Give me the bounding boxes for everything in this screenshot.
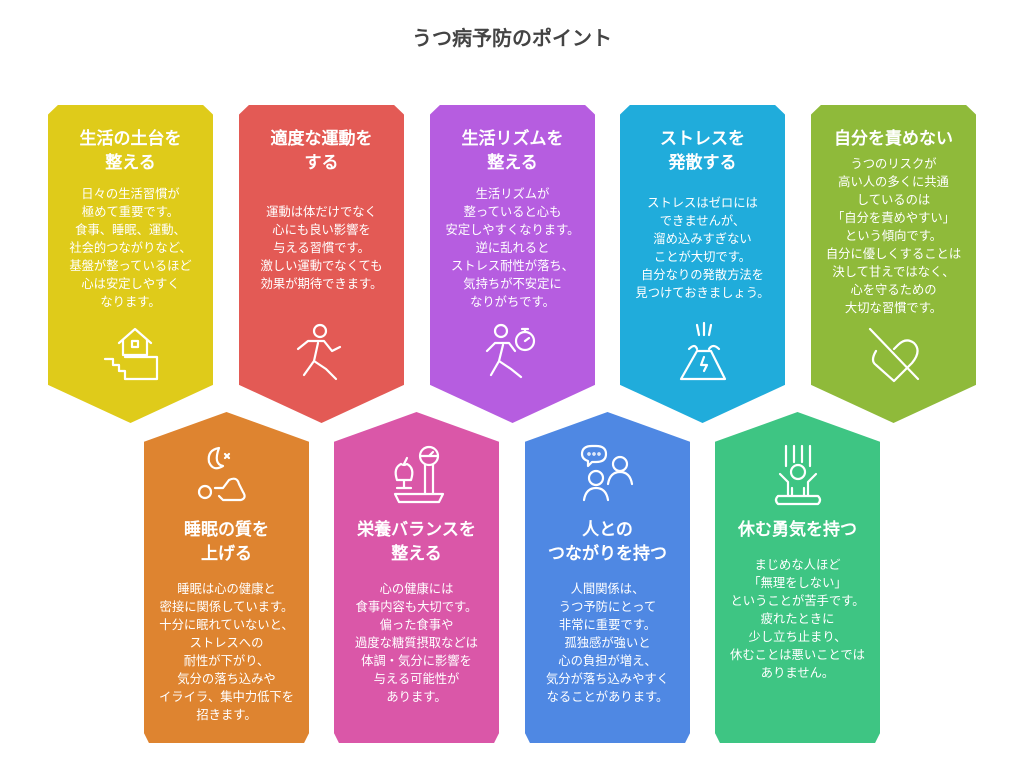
card-body: 睡眠は心の健康と 密接に関係しています。 十分に眠れていないと、 ストレスへの … [158, 582, 295, 722]
sleeping-person-moon-icon [195, 444, 259, 508]
card-body: 日々の生活習慣が 極めて重要です。 食事、睡眠、運動、 社会的つながりなど、 基… [69, 187, 192, 309]
card-title: 睡眠の質を 上げる [184, 520, 269, 564]
card-nutrition: 栄養バランスを 整える 心の健康には 食事内容も大切です。 偏った食事や 過度な… [334, 412, 499, 743]
heart-slash-icon [862, 321, 926, 391]
card-stress-relief: ストレスを 発散する ストレスはゼロには できませんが、 溜め込みすぎない こと… [620, 105, 785, 423]
card-dont-blame-yourself: 自分を責めない うつのリスクが 高い人の多くに共通 しているのは 「自分を責めや… [811, 105, 976, 423]
card-body: ストレスはゼロには できませんが、 溜め込みすぎない ことが大切です。 自分なり… [635, 196, 770, 300]
volcano-icon [671, 321, 735, 391]
card-exercise: 適度な運動を する 運動は体だけでなく 心にも良い影響を 与える習慣です。 激し… [239, 105, 404, 423]
card-body: 運動は体だけでなく 心にも良い影響を 与える習慣です。 激しい運動でなくても 効… [260, 205, 383, 291]
card-life-rhythm: 生活リズムを 整える 生活リズムが 整っていると心も 安定しやすくなります。 逆… [430, 105, 595, 423]
card-body: 生活リズムが 整っていると心も 安定しやすくなります。 逆に乱れると ストレス耐… [445, 187, 580, 309]
card-title: 生活リズムを 整える [461, 129, 564, 173]
card-title: 人との つながりを持つ [548, 520, 667, 564]
card-social-connection: 人との つながりを持つ 人間関係は、 うつ予防にとって 非常に重要です。 孤独感… [525, 412, 690, 743]
running-person-icon [290, 321, 354, 391]
card-lifestyle-foundation: 生活の土台を 整える 日々の生活習慣が 極めて重要です。 食事、睡眠、運動、 社… [48, 105, 213, 423]
house-stairs-icon [99, 321, 163, 391]
runner-stopwatch-icon [481, 321, 545, 391]
card-body: 人間関係は、 うつ予防にとって 非常に重要です。 孤独感が強いと 心の負担が増え… [546, 582, 669, 704]
card-title: 生活の土台を 整える [79, 129, 182, 173]
card-title: 休む勇気を持つ [738, 520, 857, 540]
apple-scale-icon [385, 444, 449, 508]
card-title: 自分を責めない [834, 129, 953, 149]
card-body: うつのリスクが 高い人の多くに共通 しているのは 「自分を責めやすい」 という傾… [825, 157, 962, 315]
card-courage-to-rest: 休む勇気を持つ まじめな人ほど 「無理をしない」 ということが苦手です。 疲れた… [715, 412, 880, 743]
card-body: 心の健康には 食事内容も大切です。 偏った食事や 過度な糖質摂取などは 体調・気… [355, 582, 478, 704]
card-sleep-quality: 睡眠の質を 上げる 睡眠は心の健康と 密接に関係しています。 十分に眠れていない… [144, 412, 309, 743]
card-body: まじめな人ほど 「無理をしない」 ということが苦手です。 疲れたときに 少し立ち… [730, 558, 865, 680]
card-title: 適度な運動を する [270, 129, 373, 173]
person-swing-icon [766, 444, 830, 508]
people-chat-icon [576, 444, 640, 508]
card-title: 栄養バランスを 整える [357, 520, 476, 564]
page-title: うつ病予防のポイント [412, 26, 612, 50]
card-title: ストレスを 発散する [660, 129, 745, 173]
